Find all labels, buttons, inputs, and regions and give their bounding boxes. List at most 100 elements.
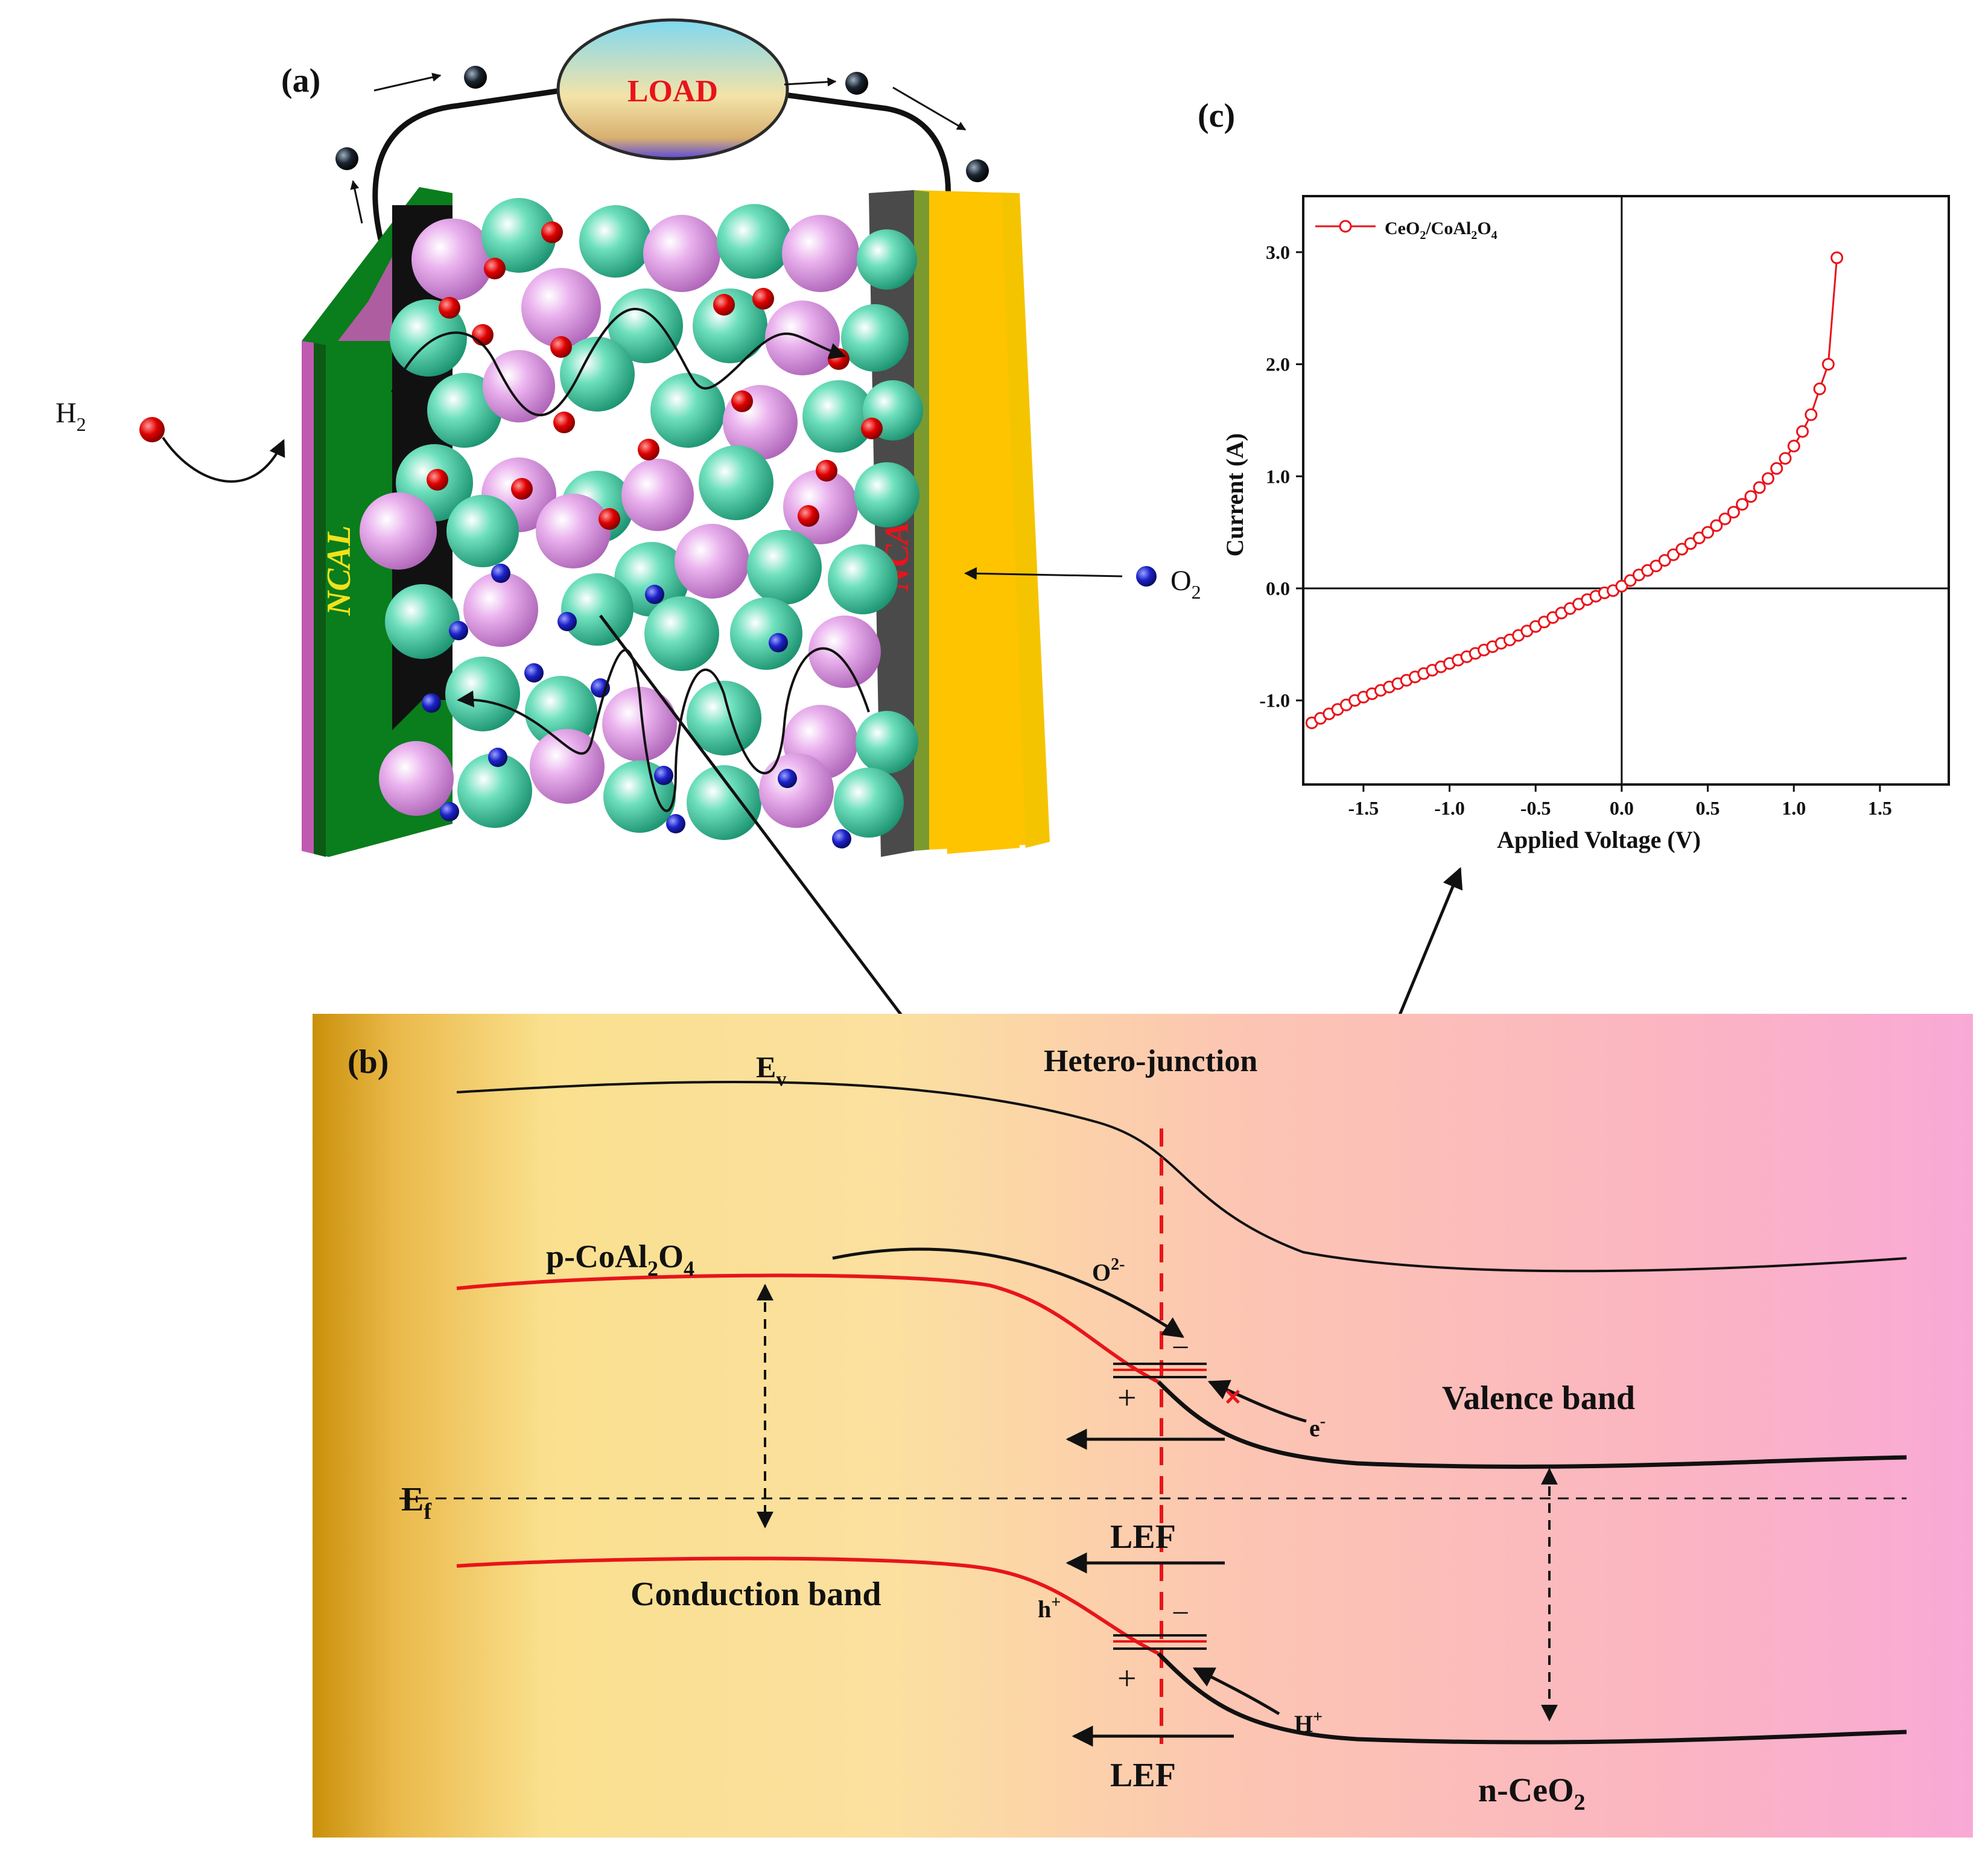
data-point-52 — [1753, 481, 1766, 494]
data-point-54 — [1770, 462, 1783, 475]
panel-a-label: (a) — [281, 62, 320, 100]
electron-2 — [845, 72, 868, 95]
electrons — [335, 66, 989, 224]
o-ion-8 — [488, 748, 507, 767]
data-point-48 — [1718, 512, 1732, 526]
blocked-x-mark: × — [1225, 1381, 1241, 1412]
data-point-43 — [1675, 543, 1689, 556]
teal-sphere-24 — [699, 445, 773, 520]
load-ellipse — [556, 18, 789, 161]
electron-4 — [966, 159, 989, 182]
o2-label: O2 — [1170, 565, 1201, 603]
teal-sphere-2 — [579, 205, 652, 278]
o-ion-11 — [778, 769, 797, 788]
p-material-label: p-CoAl2O4 — [546, 1238, 694, 1281]
data-point-58 — [1805, 408, 1818, 421]
teal-sphere-43 — [687, 681, 761, 756]
purple-sphere-48 — [530, 729, 605, 804]
n-valence-band-black — [1157, 1380, 1907, 1469]
legend-text: CeO2/CoAl2O4 — [1385, 218, 1497, 242]
purple-sphere-35 — [463, 572, 538, 647]
purple-sphere-29 — [536, 494, 611, 568]
purple-sphere-27 — [360, 492, 437, 570]
chart-ylabel: Current (A) — [1221, 433, 1248, 557]
plus-sign-lower: + — [1117, 1660, 1137, 1698]
panel-b-label: (b) — [348, 1043, 389, 1081]
teal-sphere-10 — [693, 288, 767, 363]
teal-sphere-9 — [608, 288, 683, 363]
o-ion-13 — [832, 829, 851, 848]
data-point-44 — [1684, 537, 1697, 550]
purple-sphere-42 — [602, 687, 677, 762]
right-plate-front — [929, 192, 1026, 850]
proton-arrow — [1192, 1667, 1280, 1716]
h-ion-13 — [511, 478, 533, 500]
purple-sphere-31 — [675, 524, 749, 599]
ncal-left-label: NCAL — [320, 526, 358, 616]
y-tick-label-2: 1.0 — [1266, 465, 1290, 487]
h-ion-6 — [550, 336, 572, 358]
ions — [422, 221, 883, 848]
purple-sphere-46 — [379, 741, 454, 816]
o-ion-10 — [654, 766, 673, 785]
teal-sphere-33 — [828, 544, 898, 614]
h-ion-0 — [541, 221, 563, 243]
x-tick-label-2: -0.5 — [1520, 797, 1551, 819]
o-ion-2 — [557, 612, 577, 631]
data-point-50 — [1736, 498, 1749, 511]
ev-band-line — [456, 1080, 1907, 1273]
right-electrode-edge — [914, 190, 929, 851]
purple-sphere-3 — [643, 215, 720, 292]
n-material-label: n-CeO2 — [1478, 1772, 1586, 1815]
h-ion-2 — [439, 297, 460, 319]
h-ion-12 — [427, 469, 448, 491]
o-ion-0 — [491, 564, 510, 583]
h2-arrow — [162, 436, 285, 483]
teal-sphere-18 — [802, 380, 875, 453]
teal-sphere-52 — [834, 768, 904, 838]
chart-plot-area — [1302, 195, 1950, 786]
data-point-49 — [1727, 506, 1740, 519]
data-point-45 — [1692, 531, 1706, 544]
h2-label: H2 — [56, 397, 86, 435]
teal-sphere-26 — [854, 462, 919, 527]
purple-sphere-39 — [808, 616, 881, 688]
electron-arrow-3 — [350, 180, 363, 224]
lef-label-lower: LEF — [1110, 1757, 1176, 1794]
electron-1 — [464, 66, 487, 89]
teal-sphere-36 — [561, 573, 634, 646]
o2-ion-arrow — [832, 1247, 1184, 1338]
o-ion-9 — [440, 802, 459, 821]
data-point-60 — [1821, 358, 1835, 371]
proton-label: H+ — [1294, 1708, 1323, 1737]
h2-molecule — [139, 417, 165, 442]
h-ion-15 — [798, 505, 819, 527]
y-tick-label-3: 2.0 — [1266, 354, 1290, 375]
heterojunction-label: Hetero-junction — [1044, 1044, 1257, 1078]
data-point-59 — [1813, 382, 1826, 395]
panel-b-background — [313, 1014, 1973, 1838]
h-ion-3 — [472, 324, 494, 346]
purple-sphere-25 — [783, 469, 858, 544]
legend-marker — [1339, 220, 1352, 233]
lef-label-middle: LEF — [1110, 1518, 1176, 1556]
o-ion-6 — [422, 693, 441, 713]
purple-sphere-14 — [483, 350, 555, 422]
x-tick-label-5: 1.0 — [1782, 797, 1806, 819]
o-ion-3 — [645, 585, 664, 604]
purple-sphere-23 — [621, 459, 694, 531]
data-point-42 — [1666, 548, 1680, 561]
data-point-57 — [1796, 425, 1809, 438]
panel-c-label: (c) — [1198, 97, 1235, 135]
data-point-47 — [1710, 519, 1723, 532]
o-ion-12 — [666, 814, 685, 833]
h-ion-11 — [816, 460, 837, 482]
h-ion-9 — [731, 390, 753, 412]
teal-sphere-34 — [385, 584, 460, 659]
teal-sphere-41 — [525, 676, 597, 748]
electron-arrow-1 — [373, 72, 442, 92]
load-label: LOAD — [627, 74, 718, 109]
teal-sphere-50 — [687, 765, 761, 840]
h-ion-7 — [553, 412, 575, 433]
p-conduction-band-red — [456, 1556, 1160, 1655]
